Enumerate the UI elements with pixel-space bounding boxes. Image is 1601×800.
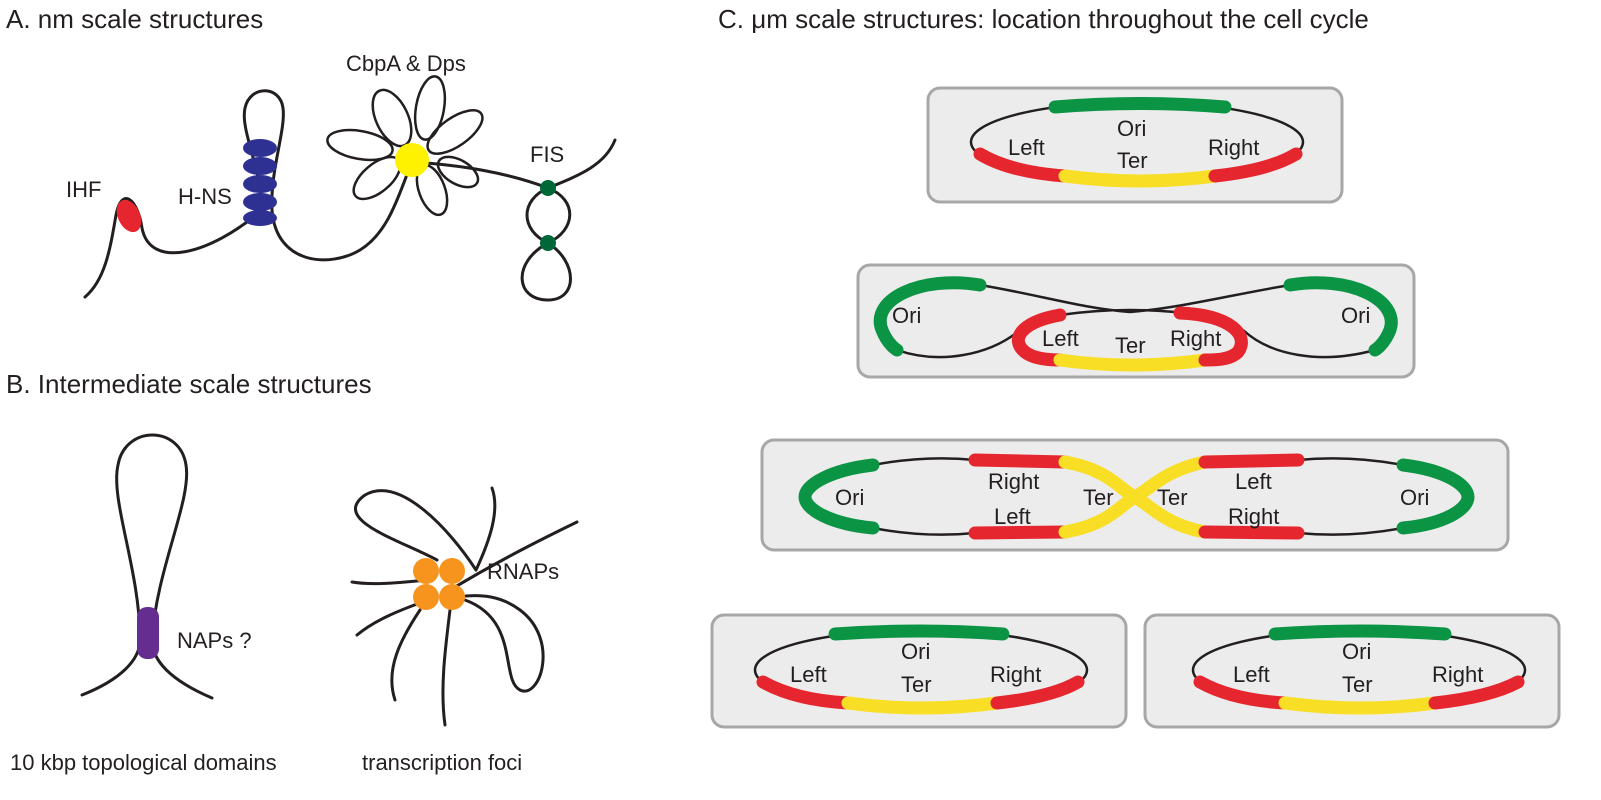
cell-2-ori-left-segment <box>873 276 987 357</box>
cell-2-ter-label: Ter <box>1115 333 1146 358</box>
cell-4a-right-segment <box>990 675 1085 710</box>
cell-3-left-top-right-label: Left <box>1235 469 1272 494</box>
cell-3-strand-tr <box>1297 457 1404 467</box>
rnap-cluster <box>413 558 465 610</box>
cell-3-strand-bl <box>872 526 976 536</box>
cell-3-left-top-segment <box>1198 453 1305 469</box>
cell-newborn: Ori Ter Left Right <box>926 86 1344 204</box>
cell-3-ori-right-label: Ori <box>1400 485 1429 510</box>
cell-4a-ori-segment <box>828 624 1010 641</box>
ihf-protein <box>116 199 142 233</box>
cell-1-left-label: Left <box>1008 135 1045 160</box>
topological-domains-caption: 10 kbp topological domains <box>10 750 277 775</box>
daughter-cell-left: Ori Ter Left Right <box>710 613 1128 729</box>
cell-3-left-bottom-left-label: Left <box>994 504 1031 529</box>
cell-2-strand-right <box>1242 329 1376 359</box>
cell-2-left-label: Left <box>1042 326 1079 351</box>
panel-c: C. μm scale structures: location through… <box>710 4 1561 729</box>
rnaps-label: RNAPs <box>487 559 559 584</box>
cell-3-ter-cross-2 <box>1058 455 1212 539</box>
cbpa-dps-petals <box>326 75 484 217</box>
cell-2-ori-left-label: Ori <box>892 303 921 328</box>
cell-1-ter-segment <box>1058 169 1222 188</box>
cell-1-left-segment <box>973 147 1072 183</box>
cell-4b-ter-label: Ter <box>1342 672 1373 697</box>
cell-replicating: Ori Ori Left Ter Right <box>856 263 1416 379</box>
fis-label: FIS <box>530 142 564 167</box>
naps-label: NAPs ? <box>177 628 252 653</box>
cell-4a-ori-label: Ori <box>901 639 930 664</box>
cell-4a-right-label: Right <box>990 662 1041 687</box>
cbpa-dps-cluster <box>395 143 429 177</box>
cell-2-ori-right-segment <box>1283 276 1398 357</box>
fis-protein-top <box>540 180 556 196</box>
cell-3-right-bottom-segment <box>1198 525 1305 540</box>
cell-3-ter-right-label: Ter <box>1157 485 1188 510</box>
cell-4a-ter-segment <box>841 696 1004 715</box>
cell-3-right-top-left-label: Right <box>988 469 1039 494</box>
cell-1-right-segment <box>1208 147 1303 183</box>
cell-4a-ter-label: Ter <box>901 672 932 697</box>
cell-4b-ori-label: Ori <box>1342 639 1371 664</box>
panel-c-heading: C. μm scale structures: location through… <box>718 4 1369 34</box>
cell-2-ori-right-label: Ori <box>1341 303 1370 328</box>
cell-3-ter-left-label: Ter <box>1083 485 1114 510</box>
cell-3-strand-br <box>1297 526 1404 536</box>
panel-a-heading: A. nm scale structures <box>6 4 263 34</box>
cell-4b-right-label: Right <box>1432 662 1483 687</box>
cell-2-strand-top <box>979 283 1291 314</box>
cbpa-dps-label: CbpA & Dps <box>346 51 466 76</box>
cell-2-right-segment <box>1173 306 1248 367</box>
cell-1-ori-segment <box>1048 97 1232 114</box>
cell-3-ori-left-segment <box>798 458 880 535</box>
panel-a-dna-strand-2 <box>270 160 550 262</box>
fis-protein-bottom <box>540 235 556 251</box>
cell-3-ori-right-segment <box>1396 458 1475 535</box>
cell-1-ori-label: Ori <box>1117 116 1146 141</box>
panel-a-dna-strand <box>83 197 264 299</box>
cell-4b-left-segment <box>1193 675 1292 710</box>
cell-1-ter-label: Ter <box>1117 148 1148 173</box>
cell-4b-ori-segment <box>1268 624 1452 641</box>
cell-4a-left-label: Left <box>790 662 827 687</box>
ihf-label: IHF <box>66 177 101 202</box>
cell-3-ori-left-label: Ori <box>835 485 864 510</box>
cell-2-left-segment <box>1012 308 1067 367</box>
panel-a: A. nm scale structures <box>6 4 617 302</box>
cell-4a-left-segment <box>756 675 855 710</box>
transcription-foci-caption: transcription foci <box>362 750 522 775</box>
cell-segregating: Ori Right Left Ter Ter Left Right Ori <box>760 438 1510 552</box>
transcription-foci-strands <box>350 486 579 727</box>
cell-2-ter-segment <box>1053 353 1212 372</box>
naps-protein <box>137 607 159 659</box>
cell-4b-ter-segment <box>1278 696 1442 715</box>
cell-3-left-bottom-segment <box>968 525 1072 540</box>
hns-protein <box>243 139 277 226</box>
panel-b: B. Intermediate scale structures NAPs ? … <box>6 369 579 775</box>
cell-2-strand-left <box>896 329 1021 359</box>
daughter-cell-right: Ori Ter Left Right <box>1143 613 1561 729</box>
cell-2-right-label: Right <box>1170 326 1221 351</box>
cell-4b-right-segment <box>1428 675 1525 710</box>
panel-b-heading: B. Intermediate scale structures <box>6 369 372 399</box>
cell-3-strand-tl <box>872 457 976 467</box>
cell-3-right-bottom-right-label: Right <box>1228 504 1279 529</box>
cell-3-right-top-segment <box>968 453 1072 469</box>
cell-4b-left-label: Left <box>1233 662 1270 687</box>
hns-label: H-NS <box>178 184 232 209</box>
cell-1-right-label: Right <box>1208 135 1259 160</box>
